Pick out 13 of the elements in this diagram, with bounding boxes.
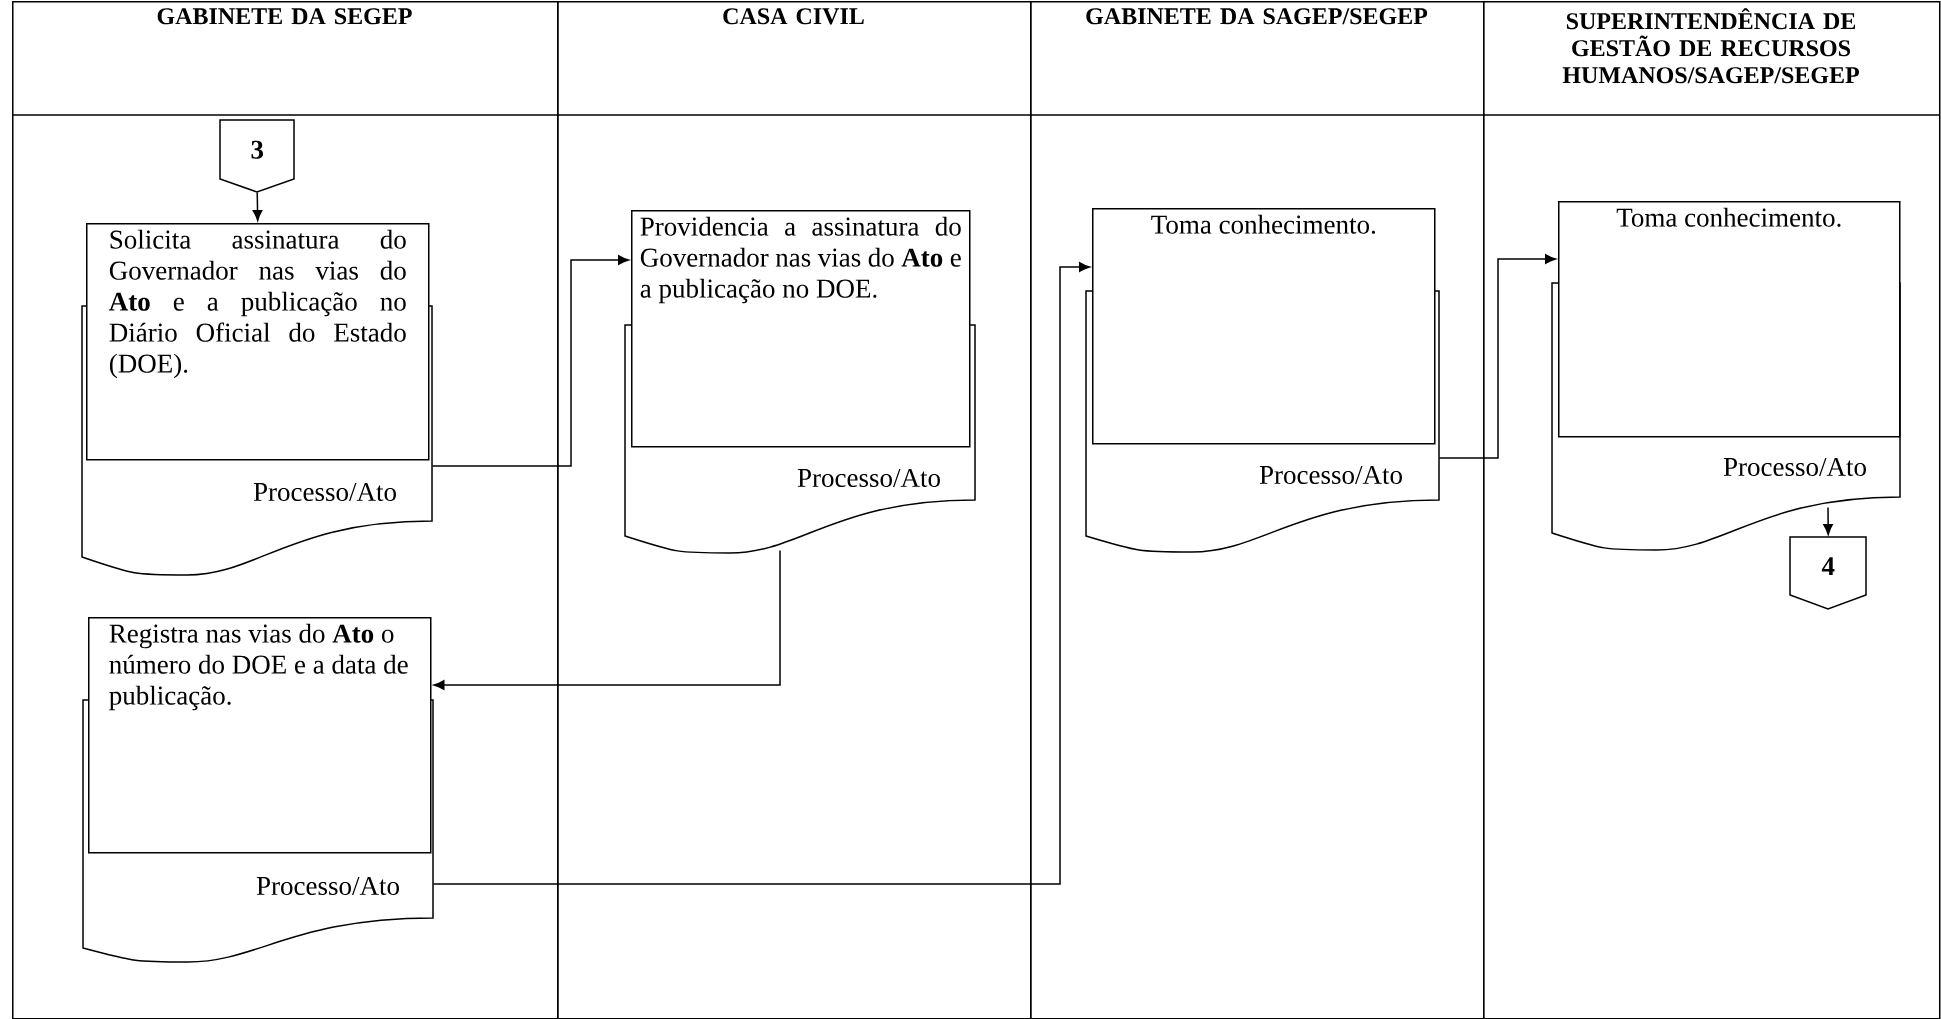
process-box: Registra nas vias do Ato o número do DOE e a data de publicação.: [88, 617, 432, 854]
process-box: Providencia a assinatura do Governador nas vias do Ato e a publicação no DOE.: [631, 210, 971, 448]
off-page-connector: 3: [219, 119, 295, 193]
process-box: Toma conhecimento.: [1092, 208, 1436, 445]
off-page-connector: 4: [1789, 536, 1867, 610]
process-box: Solicita assinatura do Governador nas vias do Ato e a publicação no Diário Oficial do Estado (DOE).: [86, 223, 430, 461]
arrow: [433, 549, 781, 690]
arrow: [431, 255, 629, 467]
arrow: [432, 262, 1090, 885]
arrow: [1823, 506, 1833, 535]
arrow: [1438, 254, 1556, 459]
arrow: [252, 191, 263, 221]
process-box: Toma conhecimento.: [1558, 201, 1901, 438]
